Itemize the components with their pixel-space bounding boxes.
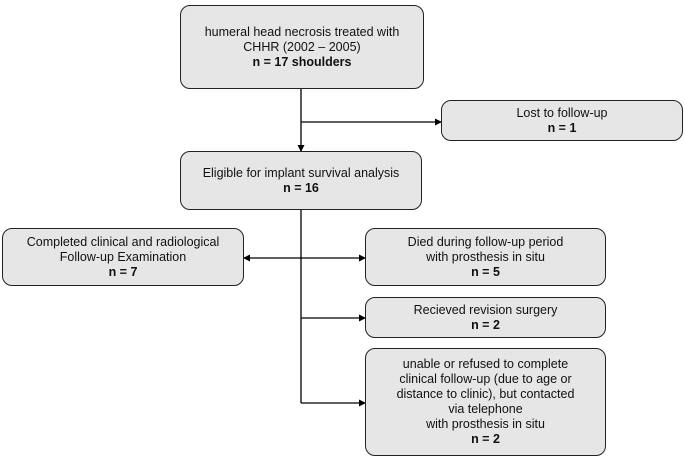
died-box-line-1: Died during follow-up period [407, 234, 564, 249]
died-box: Died during follow-up period with prosth… [365, 228, 606, 286]
lost-box-line-1: Lost to follow-up [516, 105, 608, 120]
revision-box-line-1: Recieved revision surgery [413, 302, 558, 317]
unable-box-line-4: via telephone [448, 402, 523, 416]
unable-box-line-1: unable or refused to complete [402, 357, 569, 371]
completed-box-count: n = 7 [108, 264, 138, 279]
origin-box: humeral head necrosis treated with CHHR … [180, 5, 424, 89]
completed-box-line-2: Follow-up Examination [59, 249, 187, 264]
lost-to-follow-up-box: Lost to follow-up n = 1 [441, 100, 683, 141]
revision-box-count: n = 2 [471, 317, 500, 332]
unable-box-line-3: distance to clinic), but contacted [396, 387, 575, 401]
died-box-line-2: with prosthesis in situ [426, 249, 545, 264]
origin-box-line-1: humeral head necrosis treated with [204, 24, 400, 39]
lost-box-count: n = 1 [547, 120, 577, 135]
unable-box-line-5: with prosthesis in situ [426, 417, 545, 431]
unable-box-line-2: clinical follow-up (due to age or [399, 372, 572, 386]
completed-follow-up-box: Completed clinical and radiological Foll… [2, 228, 244, 286]
revision-surgery-box: Recieved revision surgery n = 2 [365, 297, 606, 338]
origin-box-line-2: CHHR (2002 – 2005) [243, 39, 361, 54]
completed-box-line-1: Completed clinical and radiological [26, 234, 220, 249]
unable-box-count: n = 2 [471, 432, 500, 446]
origin-box-count: n = 17 shoulders [252, 54, 352, 69]
unable-refused-box: unable or refused to complete clinical f… [365, 348, 606, 456]
died-box-count: n = 5 [471, 264, 500, 279]
eligible-box-line-1: Eligible for implant survival analysis [202, 165, 400, 180]
eligible-box: Eligible for implant survival analysis n… [180, 151, 422, 210]
eligible-box-count: n = 16 [283, 180, 319, 195]
